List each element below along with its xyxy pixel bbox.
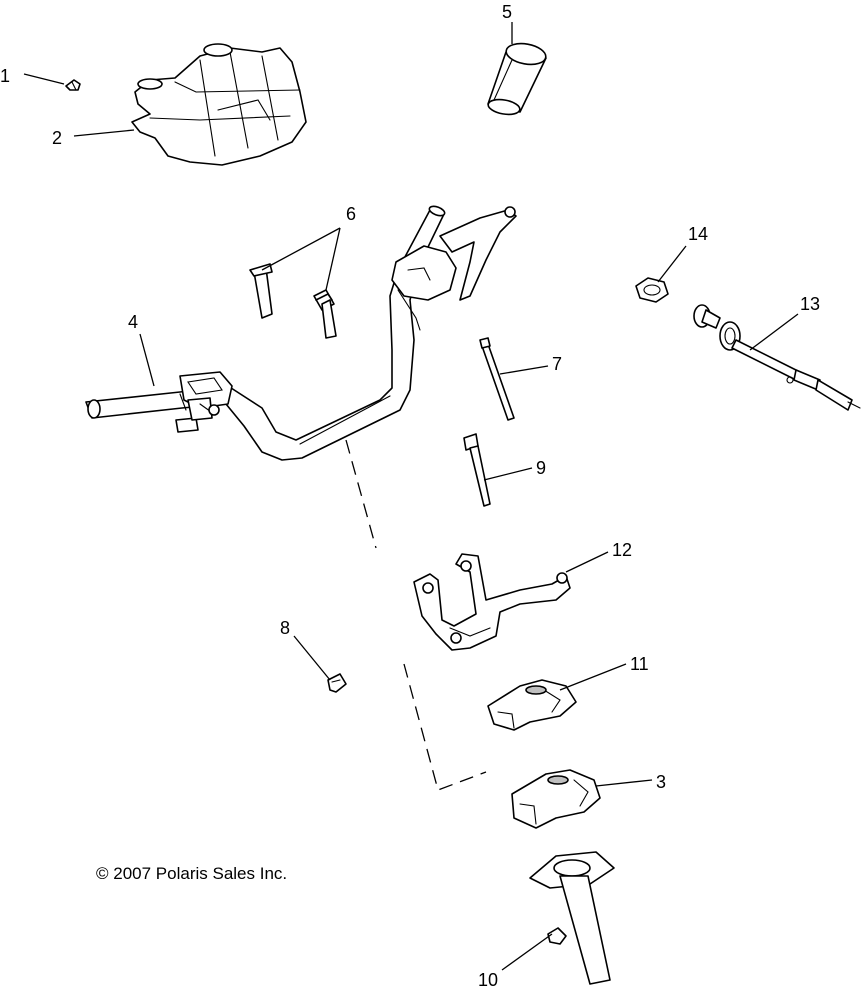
callout-1: 1 <box>0 66 10 86</box>
leader-8 <box>293 635 331 681</box>
leader-3 <box>595 779 653 787</box>
callout-7: 7 <box>552 354 562 374</box>
centerline-lower <box>403 663 487 791</box>
part-13-throttle-cable <box>693 304 861 411</box>
part-4-handlebar <box>85 205 517 461</box>
leader-14 <box>657 245 687 283</box>
callout-8: 8 <box>280 618 290 638</box>
part-10-steering-post <box>529 851 615 985</box>
leader-10 <box>501 933 553 971</box>
part-11-clamp <box>487 679 577 731</box>
leader-13 <box>749 313 799 351</box>
leader-12 <box>565 551 609 573</box>
leader-11 <box>559 663 627 691</box>
part-1-screw <box>65 79 81 91</box>
leader-4 <box>139 333 155 387</box>
callout-10: 10 <box>478 970 498 990</box>
part-8-small-bolt <box>327 673 347 693</box>
callout-2: 2 <box>52 128 62 148</box>
leader-9 <box>483 467 533 481</box>
copyright-notice: © 2007 Polaris Sales Inc. <box>96 864 287 883</box>
leader-6b <box>325 227 341 291</box>
centerline-upper <box>345 439 377 549</box>
callout-11: 11 <box>630 654 649 674</box>
callout-12: 12 <box>612 540 632 560</box>
part-6-clips <box>249 263 337 339</box>
leader-6a <box>261 227 341 271</box>
part-12-bracket <box>413 553 571 651</box>
leader-2 <box>73 129 135 137</box>
leader-7 <box>499 365 549 375</box>
callout-9: 9 <box>536 458 546 478</box>
part-5-grip <box>487 42 547 116</box>
callout-13: 13 <box>800 294 820 314</box>
part-14-nut <box>635 277 669 303</box>
callout-3: 3 <box>656 772 666 792</box>
callout-5: 5 <box>502 2 512 22</box>
part-7-cable-tie <box>479 337 515 421</box>
callout-14: 14 <box>688 224 708 244</box>
part-2-handlebar-cover <box>131 43 307 166</box>
part-9-bolt <box>463 433 491 507</box>
callout-4: 4 <box>128 312 138 332</box>
callout-6: 6 <box>346 204 356 224</box>
part-3-clamp <box>511 769 601 829</box>
leader-1 <box>23 73 65 85</box>
